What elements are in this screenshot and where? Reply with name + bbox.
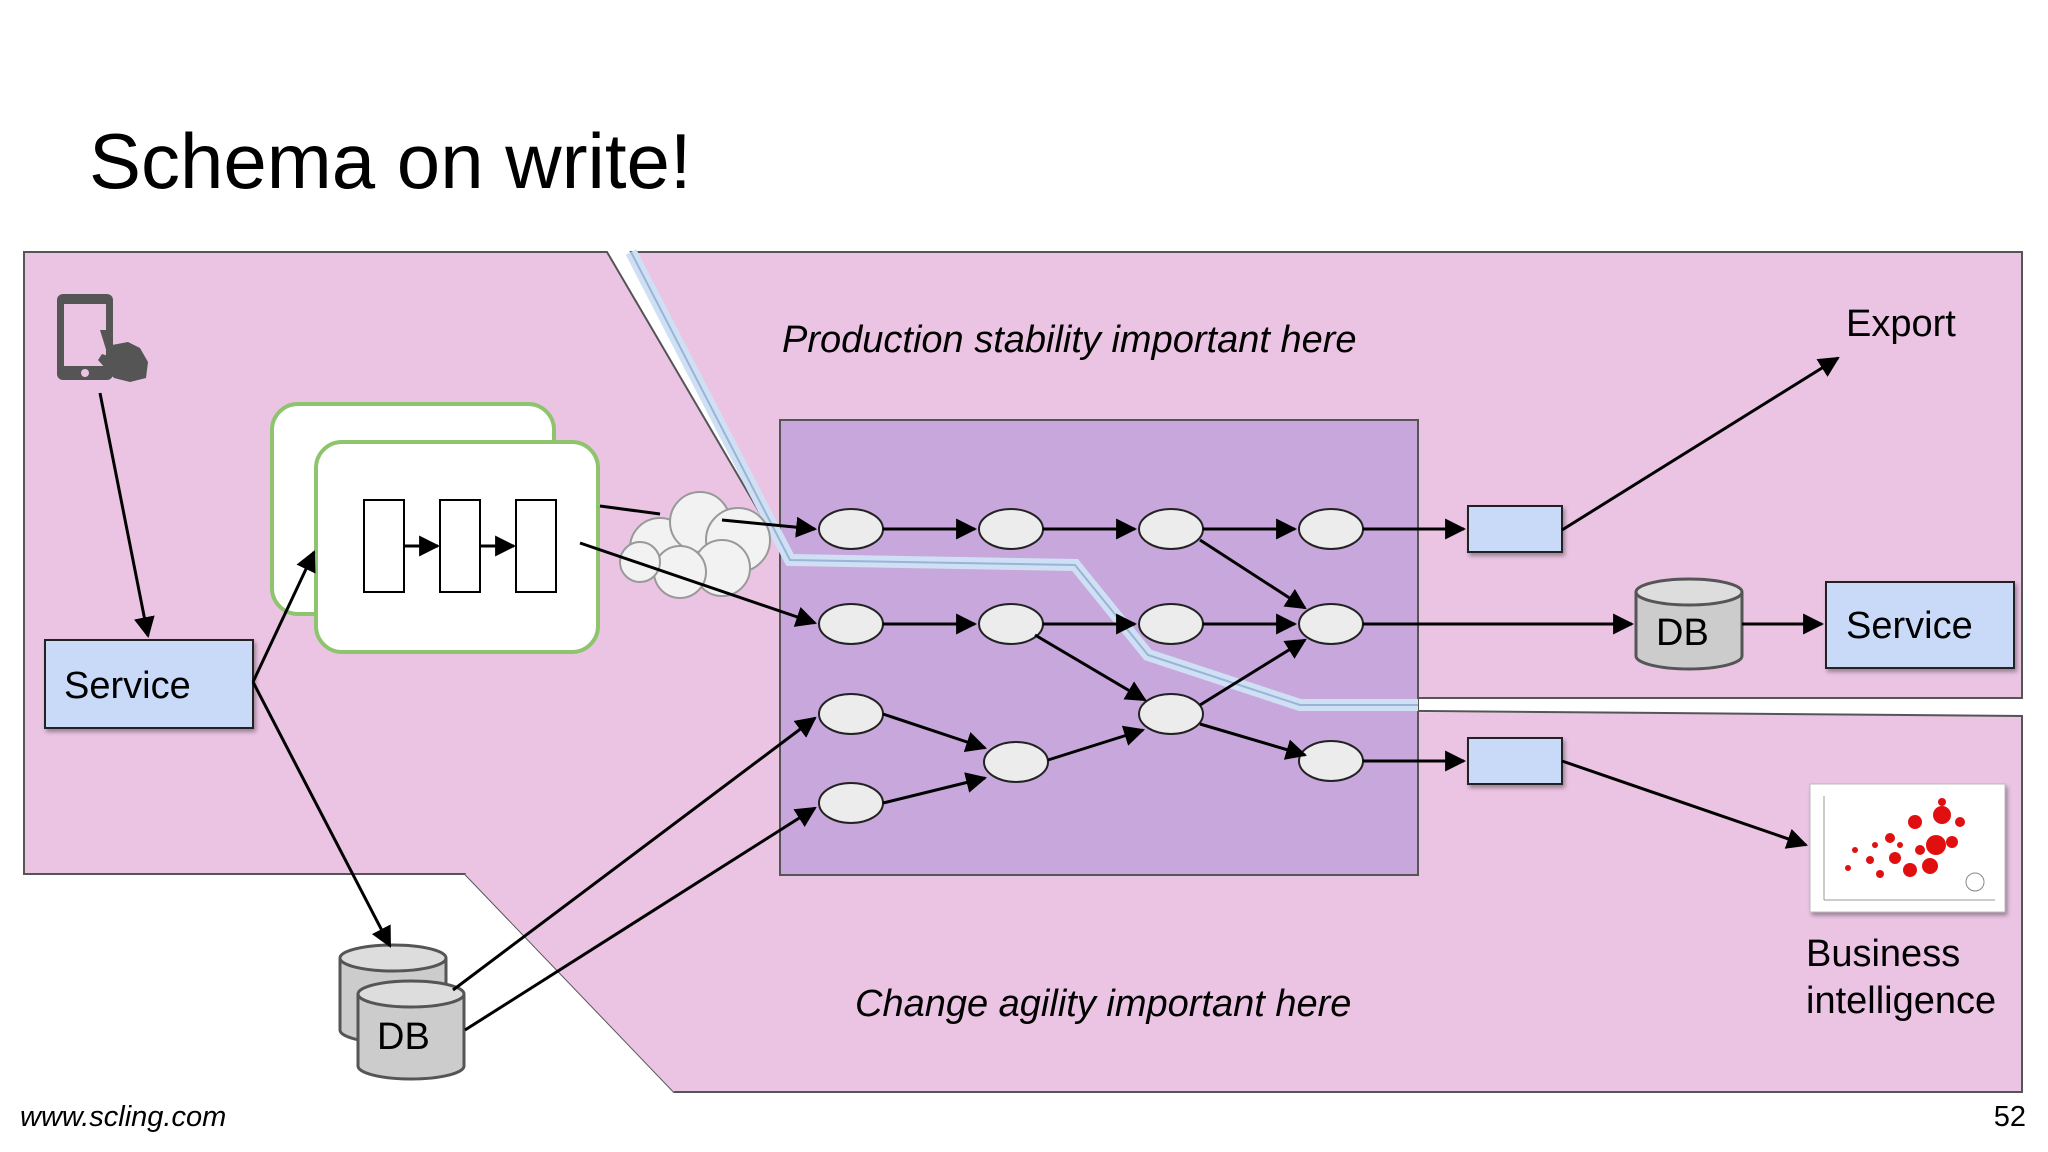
node bbox=[818, 693, 884, 735]
arrow bbox=[721, 516, 818, 538]
node bbox=[818, 603, 884, 645]
node bbox=[1138, 693, 1204, 735]
pipeline-box bbox=[779, 419, 1419, 876]
arrow bbox=[251, 550, 316, 683]
boundary-band-edge bbox=[630, 251, 1418, 706]
arrow bbox=[1199, 722, 1308, 760]
arrow bbox=[882, 712, 987, 752]
queue-partition bbox=[515, 499, 557, 593]
arrow bbox=[1561, 759, 1808, 849]
node bbox=[1138, 508, 1204, 550]
arrow bbox=[1047, 725, 1146, 762]
scatter-chart-thumbnail bbox=[1809, 783, 2006, 913]
output-box-bottom bbox=[1467, 737, 1563, 785]
arrow bbox=[599, 504, 661, 516]
db-bottom-label: DB bbox=[377, 1016, 430, 1058]
node bbox=[983, 741, 1049, 783]
node bbox=[818, 508, 884, 550]
export-label: Export bbox=[1846, 303, 1956, 345]
node bbox=[1138, 603, 1204, 645]
queue-partition bbox=[439, 499, 481, 593]
production-stability-label: Production stability important here bbox=[782, 319, 1357, 361]
arrow bbox=[882, 772, 988, 805]
node bbox=[818, 782, 884, 824]
node bbox=[978, 603, 1044, 645]
service-left-label: Service bbox=[64, 665, 191, 707]
output-box-top bbox=[1467, 505, 1563, 553]
arrow bbox=[1199, 638, 1307, 707]
arrow bbox=[1199, 538, 1307, 610]
arrow bbox=[251, 681, 392, 948]
arrow bbox=[1034, 633, 1147, 702]
page-title: Schema on write! bbox=[89, 117, 692, 205]
change-agility-label: Change agility important here bbox=[855, 983, 1351, 1025]
page-number: 52 bbox=[1993, 1101, 2026, 1133]
pipeline-nodes bbox=[818, 508, 1364, 824]
business-intelligence-label-line1: Business bbox=[1806, 933, 1960, 975]
arrow bbox=[1561, 356, 1840, 532]
footer-url: www.scling.com bbox=[20, 1101, 227, 1133]
service-right-label: Service bbox=[1846, 605, 1973, 647]
arrow bbox=[579, 541, 817, 627]
db-right bbox=[1634, 577, 1744, 671]
change-zone-border bbox=[674, 709, 2023, 1093]
service-right-box bbox=[1825, 581, 2015, 669]
arrow bbox=[452, 716, 817, 992]
db-right-label: DB bbox=[1656, 612, 1709, 654]
db-bottom-front bbox=[356, 979, 466, 1081]
queue-partition bbox=[363, 499, 405, 593]
service-left-box bbox=[44, 639, 254, 729]
node bbox=[978, 508, 1044, 550]
business-intelligence-label-line2: intelligence bbox=[1806, 980, 1996, 1022]
node bbox=[1298, 508, 1364, 550]
arrow bbox=[464, 806, 817, 1032]
tablet-touch-icon bbox=[57, 294, 148, 382]
node bbox=[1298, 740, 1364, 782]
node bbox=[1298, 603, 1364, 645]
arrow bbox=[98, 392, 155, 639]
